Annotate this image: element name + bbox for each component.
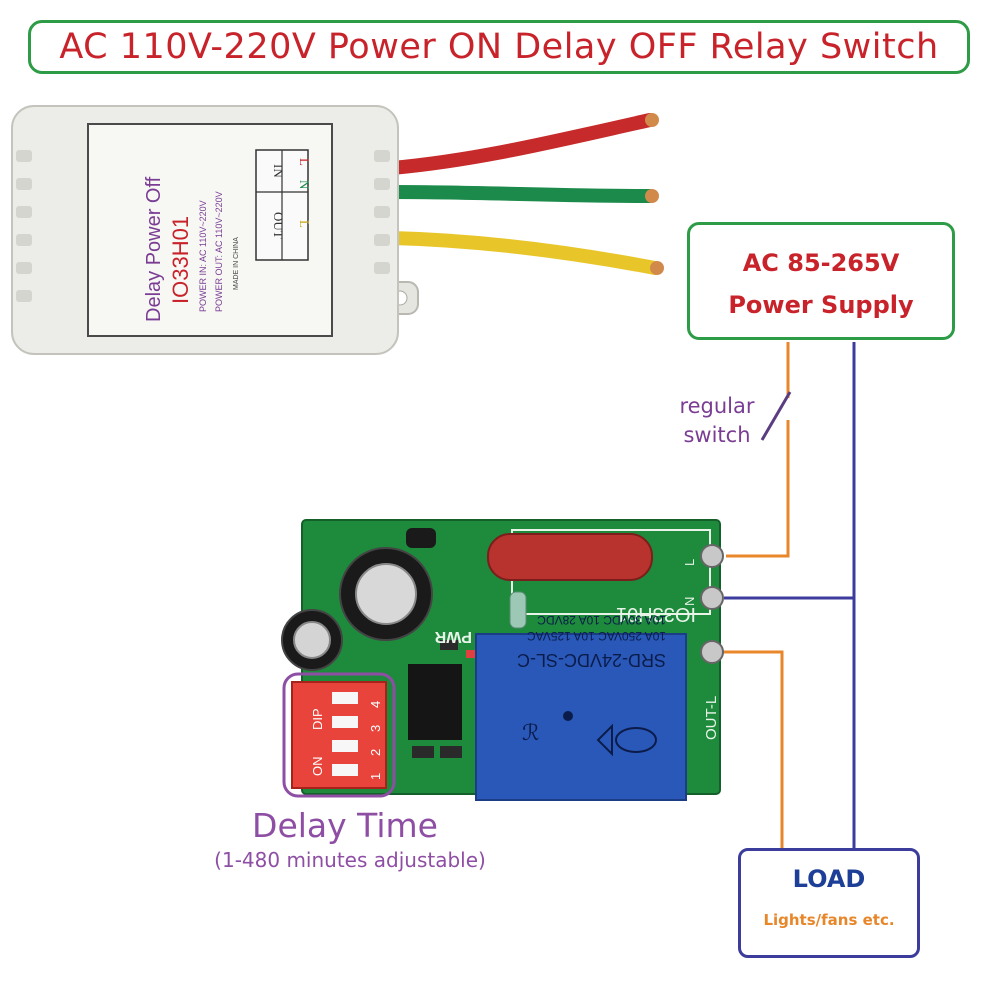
enclosure-power-in: POWER IN: AC 110V~220V — [198, 200, 208, 312]
certification-triangle-icon — [596, 723, 613, 757]
enclosure-wires — [385, 113, 664, 275]
power-supply-label: Power Supply — [728, 291, 914, 319]
out-line-wire — [716, 650, 784, 850]
board-terminal-n: N — [682, 597, 697, 606]
title-box: AC 110V-220V Power ON Delay OFF Relay Sw… — [28, 20, 970, 74]
dip-label: DIP — [310, 708, 325, 730]
film-capacitor — [487, 533, 653, 581]
power-supply-voltage: AC 85-265V — [742, 249, 900, 277]
load-title: LOAD — [792, 865, 866, 893]
dip-number-1: 1 — [368, 773, 383, 780]
transistor — [406, 528, 436, 548]
dip-number-3: 3 — [368, 725, 383, 732]
board-model-silkscreen: IO33H01 — [616, 603, 696, 625]
terminal-l-label: L — [297, 158, 312, 166]
wiring — [716, 342, 856, 850]
enclosure-power-out: POWER OUT: AC 110V~220V — [214, 191, 224, 312]
terminal-legend: IN L N OUT L — [255, 149, 312, 261]
pwr-silkscreen: PWR — [434, 628, 472, 645]
dip-number-4: 4 — [368, 701, 383, 708]
relay-model-text: SRD-24VDC-SL-C — [517, 650, 666, 670]
power-supply-box: AC 85-265V Power Supply — [687, 222, 955, 340]
relay: SRD-24VDC-SL-C 10A 250VAC 10A 125VAC 10A… — [475, 613, 687, 801]
switch-blade — [760, 391, 792, 441]
load-subtitle: Lights/fans etc. — [763, 911, 895, 929]
terminal-out-label: OUT — [271, 212, 286, 239]
board-terminal-l: L — [682, 559, 697, 566]
dip-highlight-frame — [282, 672, 396, 798]
relay-rating-2: 10A 30VDC 10A 28VDC — [537, 613, 666, 627]
terminal-n-label: N — [297, 180, 312, 190]
enclosure-made-in: MADE IN CHINA — [233, 237, 240, 290]
dip-switch[interactable]: DIP ON 1 2 3 4 — [291, 681, 387, 789]
enclosure-model: IO33H01 — [168, 216, 193, 304]
switched-line-wire — [726, 420, 790, 558]
ic-chip — [408, 664, 462, 740]
regular-switch-label-line1: regular — [679, 394, 755, 418]
delay-time-title: Delay Time — [252, 806, 438, 845]
pcb-board: PWR IO33H01 L N OUT-L SRD-24VDC-SL-C 10A… — [281, 519, 724, 801]
delay-time-range: (1-480 minutes adjustable) — [214, 848, 486, 872]
dip-on-label: ON — [310, 757, 325, 777]
relay-rating-1: 10A 250VAC 10A 125VAC — [527, 629, 666, 643]
diode — [509, 591, 527, 629]
enclosure-product-text: Delay Power Off — [143, 176, 165, 322]
dip-number-2: 2 — [368, 749, 383, 756]
cqc-mark-icon — [615, 727, 657, 753]
ul-mark-icon: ℛ — [522, 720, 540, 745]
relay-enclosure: Delay Power Off IO33H01 POWER IN: AC 110… — [11, 105, 664, 355]
board-terminal-out: OUT-L — [703, 696, 720, 740]
terminal-l2-label: L — [297, 220, 312, 228]
load-box: LOAD Lights/fans etc. — [738, 848, 920, 958]
screw-terminals: L N OUT-L — [682, 544, 724, 740]
regular-switch-label-line2: switch — [683, 423, 751, 447]
regular-switch-label: regular switch — [662, 392, 772, 450]
diagram-title: AC 110V-220V Power ON Delay OFF Relay Sw… — [59, 27, 939, 67]
terminal-in-label: IN — [271, 164, 286, 178]
